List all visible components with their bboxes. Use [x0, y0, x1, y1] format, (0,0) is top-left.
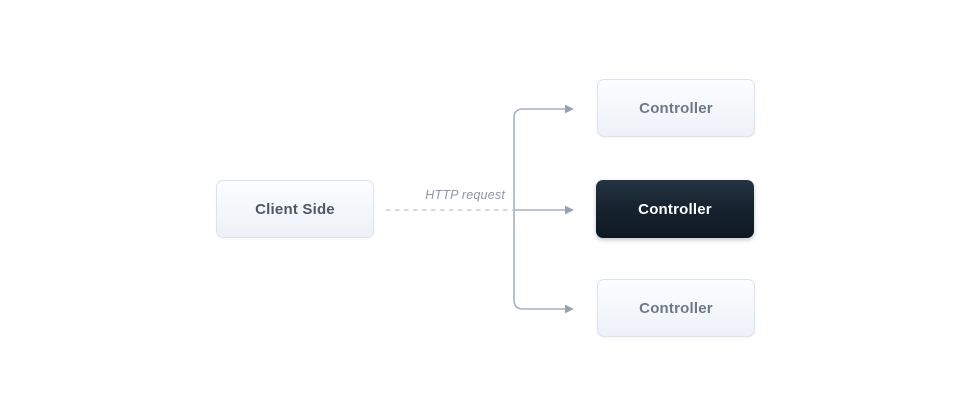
controller-node-bottom: Controller: [597, 279, 755, 337]
arrowhead-middle-icon: [565, 205, 574, 215]
http-request-label: HTTP request: [425, 188, 505, 202]
controller-middle-label: Controller: [638, 200, 712, 218]
branch-line-top: [513, 108, 566, 210]
branch-line-bottom: [513, 210, 566, 310]
client-side-node: Client Side: [216, 180, 374, 238]
controller-node-middle-highlighted: Controller: [596, 180, 754, 238]
arrowhead-bottom-icon: [565, 304, 574, 314]
controller-top-label: Controller: [639, 99, 713, 117]
controller-bottom-label: Controller: [639, 299, 713, 317]
client-side-label: Client Side: [255, 200, 335, 218]
controller-node-top: Controller: [597, 79, 755, 137]
arrowhead-top-icon: [565, 104, 574, 114]
